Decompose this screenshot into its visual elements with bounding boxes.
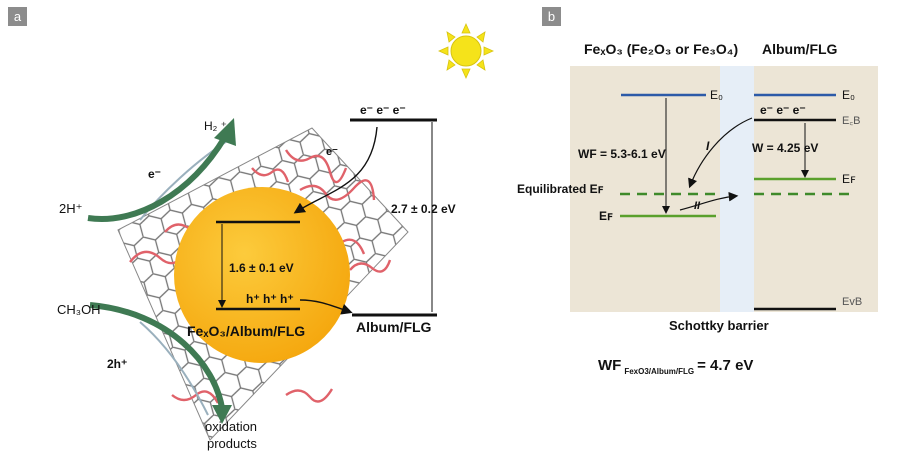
two-h-label: 2h⁺ — [107, 357, 127, 371]
ef-left-label: Eꜰ — [599, 209, 613, 223]
e0-left-label: E₀ — [710, 88, 723, 102]
evb-label: EᴠB — [842, 296, 862, 308]
gap-small-label: 1.6 ± 0.1 eV — [229, 261, 294, 275]
right-title: Album/FLG — [762, 41, 838, 57]
path-i-arrow — [688, 117, 753, 189]
two-h-plus-label: 2H⁺ — [59, 201, 82, 216]
electrons-top-label: e⁻ e⁻ e⁻ — [360, 103, 406, 117]
album-label: Album/FLG — [356, 319, 432, 335]
panel-b: b FeₓO₃ (Fe₂O₃ or Fe₃O₄) Album/FLG E₀ E₀… — [517, 7, 878, 376]
schottky-barrier-region — [720, 66, 754, 312]
ecb-label: E꜀B — [842, 115, 860, 127]
h2-arrowhead — [214, 118, 236, 146]
ef-right-label: Eꜰ — [842, 172, 856, 186]
panel-a-label-box — [8, 7, 27, 26]
holes-label: h⁺ h⁺ h⁺ — [246, 292, 294, 306]
electron-transfer-arrow — [293, 126, 378, 214]
electrons-label: e⁻ e⁻ e⁻ — [760, 103, 806, 117]
electron-side-label: e⁻ — [326, 146, 338, 158]
equilibrated-label: Equilibrated Eꜰ — [517, 182, 604, 196]
methanol-label: CH₃OH — [57, 302, 101, 317]
oxidation-arrowhead — [212, 405, 232, 424]
wf-total-main-text: WF — [598, 357, 621, 374]
fexo3-region — [570, 66, 720, 312]
panel-a: a — [8, 7, 494, 451]
path-i-label: I — [706, 139, 710, 153]
path-ii-arrow — [679, 191, 739, 211]
electron-left-label: e⁻ — [148, 167, 161, 181]
wf-total-sub: FexO3/Album/FLG — [624, 367, 694, 376]
e0-right-label: E₀ — [842, 88, 855, 102]
hole-path-line — [139, 321, 209, 416]
composite-label: FeₓO₃/Album/FLG — [187, 323, 305, 339]
oxidation-label-2: products — [207, 436, 257, 451]
schottky-label: Schottky barrier — [669, 318, 769, 333]
panel-b-label: b — [548, 9, 555, 24]
hole-transfer-arrow — [299, 299, 353, 315]
panel-a-label: a — [14, 9, 22, 24]
wf-left-label: WF = 5.3-6.1 eV — [578, 147, 666, 161]
album-region — [754, 66, 878, 312]
fexo3-particle — [174, 187, 350, 363]
left-title: FeₓO₃ (Fe₂O₃ or Fe₃O₄) — [584, 41, 738, 57]
oxidation-label-1: oxidation — [205, 419, 257, 434]
panel-b-label-box — [542, 7, 561, 26]
h2-label: H₂ ⁺ — [204, 119, 227, 133]
oxidation-arrow — [89, 302, 225, 409]
path-ii-label: II — [694, 200, 701, 212]
h2-evolution-arrow — [87, 135, 228, 222]
wf-total-value: = 4.7 eV — [697, 357, 753, 374]
sun-icon — [438, 23, 494, 79]
w-right-label: W = 4.25 eV — [752, 141, 818, 155]
gap-large-label: 2.7 ± 0.2 eV — [391, 202, 456, 216]
